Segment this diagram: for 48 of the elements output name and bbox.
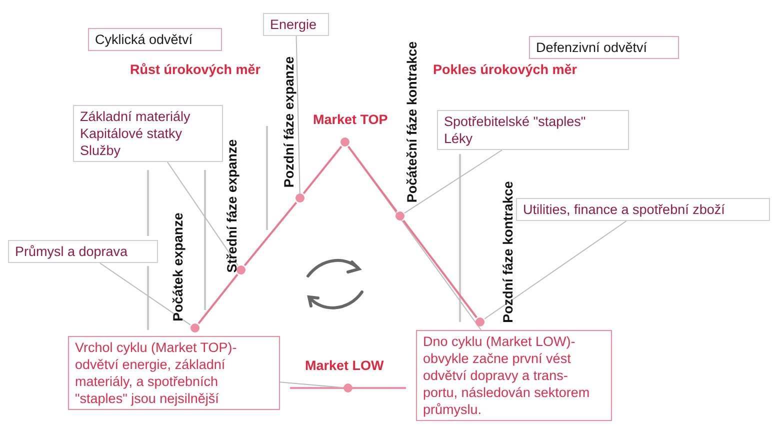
leader-line [404, 150, 503, 214]
box-text: Utilities, finance a spotřební zboží [523, 201, 726, 218]
sector-box [88, 28, 222, 51]
sector-box [73, 105, 223, 162]
phase-label: Počáteční fáze kontrakce [404, 41, 420, 203]
box-text: Průmysl a doprava [15, 243, 129, 260]
box-text: Vrchol cyklu (Market TOP)- odvětví energie, základní materiály, a spotřebních "staples" jsou nejsilnější [75, 339, 238, 407]
box-text: Léky [444, 130, 474, 147]
sector-box [416, 330, 612, 421]
sector-box [8, 240, 158, 263]
box-text: Služby [80, 142, 122, 159]
leader-line [99, 262, 191, 326]
point-marker [344, 384, 352, 392]
cycle-label: Pokles úrokových měr [433, 62, 578, 77]
phase-label: Pozdní fáze expanze [282, 56, 296, 188]
sector-box [529, 36, 679, 59]
sector-box [516, 198, 770, 221]
cycle-label: Růst úrokových měr [130, 62, 261, 77]
box-text: Defenzivní odvětví [536, 39, 648, 56]
cycle-line [244, 202, 298, 266]
leader-line [484, 220, 627, 320]
leader-line [280, 382, 344, 388]
cycle-line [348, 146, 398, 212]
point-marker [396, 212, 404, 220]
sector-box [437, 110, 629, 150]
box-text: Základní materiály [80, 108, 192, 125]
cycle-line [302, 146, 342, 194]
cycle-line [402, 220, 478, 318]
sector-box [263, 13, 329, 36]
phase-label: Střední fáze expanze [224, 139, 240, 273]
box-text: Kapitálové statky [80, 125, 184, 142]
cycle-label: Market LOW [305, 358, 384, 373]
phase-label: Počátek expanze [170, 212, 186, 322]
leader-line [166, 162, 238, 266]
point-marker [296, 194, 304, 202]
cycle-line [198, 274, 238, 324]
point-marker [476, 318, 484, 326]
leader-line [296, 36, 300, 194]
box-text: Dno cyklu (Market LOW)- obvykle začne první vést odvětví dopravy a trans- portu, následován sektorem průmyslu. [423, 333, 591, 418]
point-marker [190, 324, 200, 332]
sector-box [68, 336, 280, 410]
box-text: Spotřebitelské "staples" [444, 113, 587, 130]
point-marker [340, 138, 350, 146]
box-text: Cyklická odvětví [95, 31, 194, 48]
phase-label: Pozdní fáze kontrakce [500, 181, 516, 323]
box-text: Energie [270, 16, 318, 33]
cycle-label: Market TOP [313, 112, 388, 127]
point-marker [236, 266, 246, 274]
